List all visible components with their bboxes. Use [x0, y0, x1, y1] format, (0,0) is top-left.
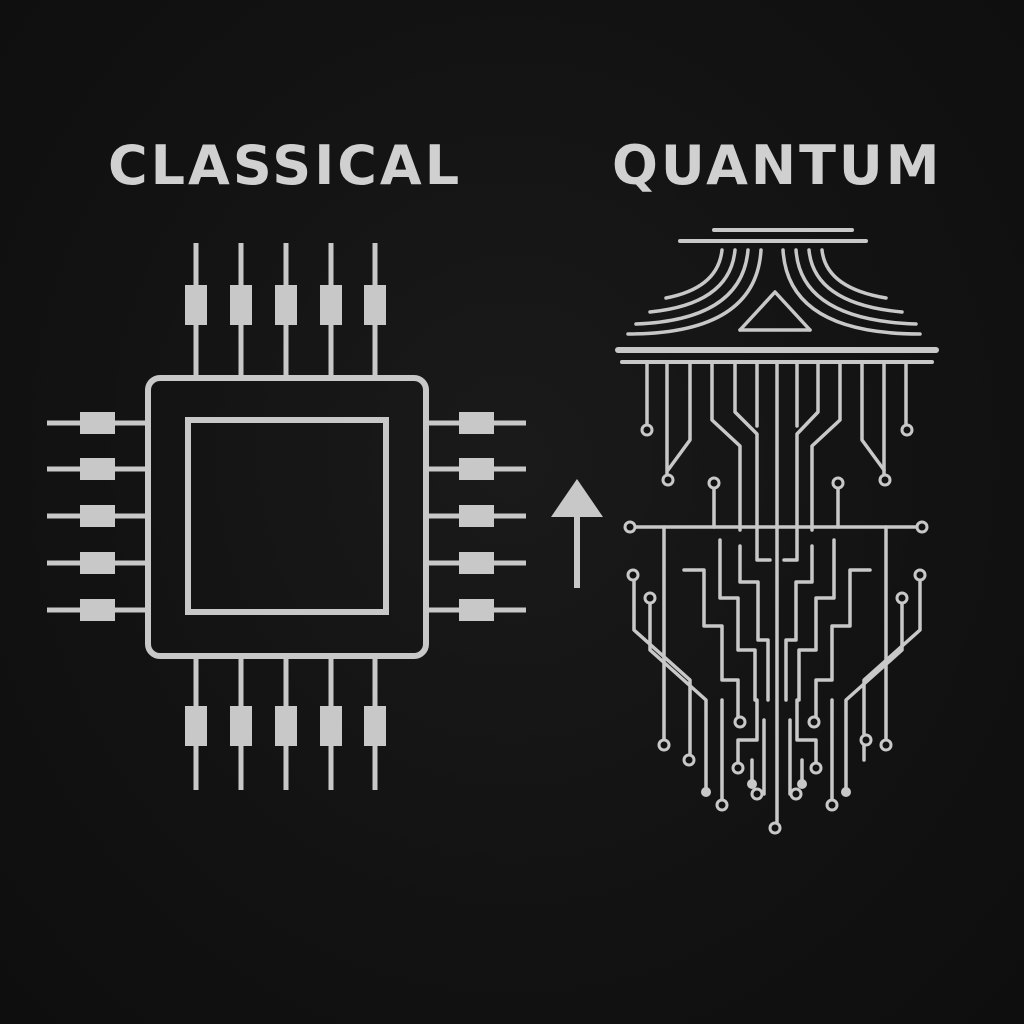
chip-pin-bottom-pad	[230, 706, 252, 746]
chip-pin-right-pad	[459, 412, 494, 434]
circuit-node	[640, 423, 654, 437]
chip-pin-bottom-pad	[185, 706, 207, 746]
circuit-node	[807, 715, 821, 729]
chandelier-upper-wires	[645, 360, 908, 830]
circuit-node-solid	[747, 779, 757, 789]
chip-pin-bottom-pad	[275, 706, 297, 746]
circuit-node	[657, 738, 671, 752]
circuit-node-solid	[841, 787, 851, 797]
quantum-chandelier-circuit-icon	[615, 228, 939, 835]
chip-pin-right-pad	[459, 552, 494, 574]
circuit-node	[750, 787, 764, 801]
classical-microchip-icon	[47, 243, 526, 790]
chip-pin-left-pad	[80, 458, 115, 480]
classical-label: CLASSICAL	[108, 134, 463, 197]
circuit-node	[715, 798, 729, 812]
circuit-node-solid	[701, 787, 711, 797]
circuit-node	[913, 568, 927, 582]
chandelier-nodes	[623, 423, 929, 835]
circuit-node	[809, 761, 823, 775]
circuit-node	[623, 520, 637, 534]
circuit-node	[825, 798, 839, 812]
chip-pin-right-pad	[459, 599, 494, 621]
circuit-node	[900, 423, 914, 437]
circuit-node	[707, 476, 721, 490]
circuit-node	[768, 821, 782, 835]
chip-pin-left-pad	[80, 412, 115, 434]
circuit-node	[731, 761, 745, 775]
chip-pin-left-pad	[80, 505, 115, 527]
circuit-node	[682, 753, 696, 767]
chip-pin-left-pad	[80, 552, 115, 574]
chandelier-lower-wires	[632, 486, 922, 802]
chip-pin-top-pad	[230, 285, 252, 325]
chip-pin-right-pad	[459, 458, 494, 480]
chip-pin-top-pad	[185, 285, 207, 325]
quantum-label: QUANTUM	[612, 134, 943, 197]
circuit-node	[859, 733, 873, 747]
circuit-node	[895, 591, 909, 605]
chip-pin-left-pad	[80, 599, 115, 621]
chip-pin-right-pad	[459, 505, 494, 527]
circuit-node	[626, 568, 640, 582]
circuit-node	[789, 787, 803, 801]
circuit-node	[879, 738, 893, 752]
up-arrow-icon	[551, 479, 603, 588]
circuit-node	[878, 473, 892, 487]
circuit-node	[643, 591, 657, 605]
chandelier-dome	[626, 248, 922, 336]
chandelier-top-plates	[678, 228, 868, 243]
chip-pin-bottom-pad	[320, 706, 342, 746]
chip-inner-die	[185, 417, 389, 615]
chip-pins	[47, 243, 526, 790]
circuit-node	[661, 473, 675, 487]
circuit-node	[733, 715, 747, 729]
circuit-node	[831, 476, 845, 490]
chip-pin-top-pad	[275, 285, 297, 325]
circuit-node-solid	[797, 779, 807, 789]
chip-pin-top-pad	[320, 285, 342, 325]
chip-pin-bottom-pad	[364, 706, 386, 746]
chandelier-base-plate	[615, 347, 939, 364]
chip-pin-top-pad	[364, 285, 386, 325]
circuit-node	[915, 520, 929, 534]
